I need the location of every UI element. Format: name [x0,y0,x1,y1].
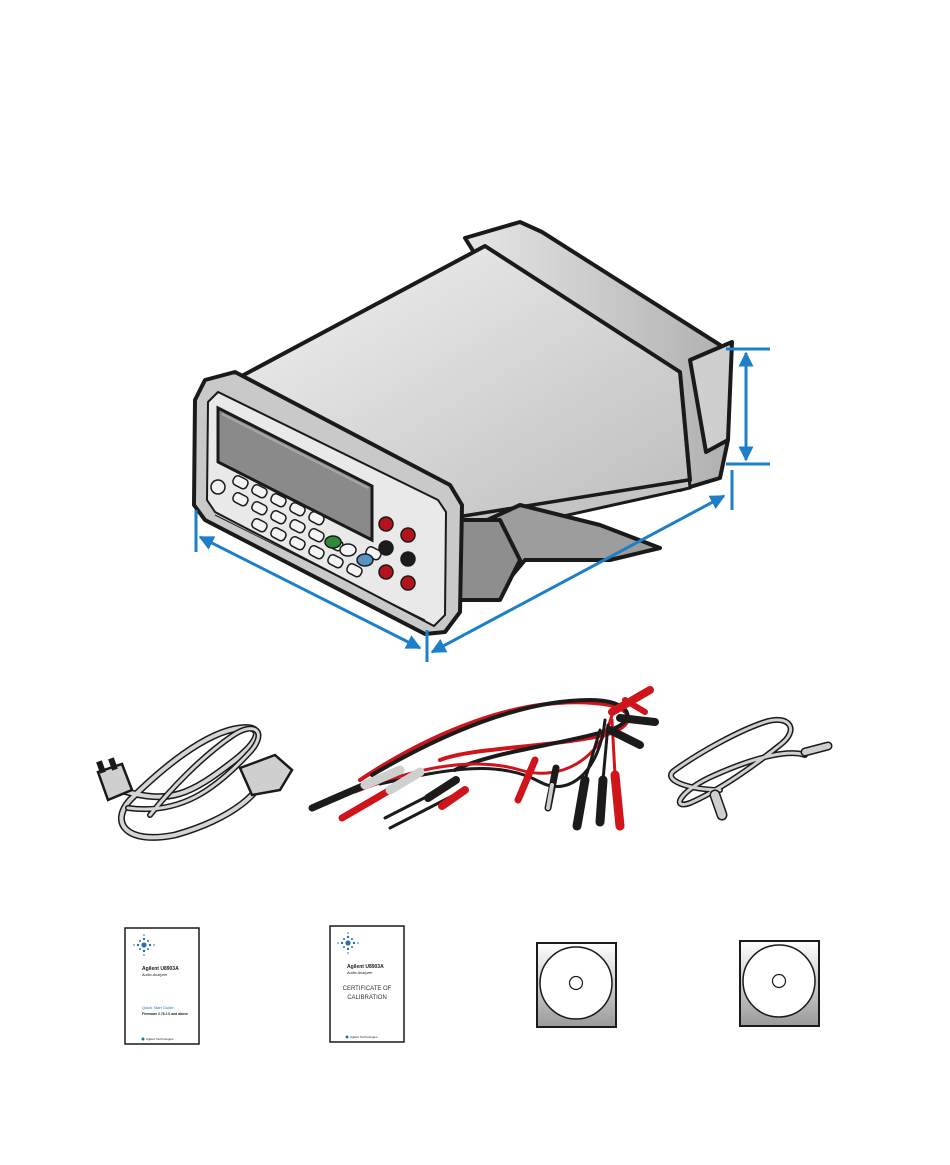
cd-sleeve-icon [537,943,616,1027]
certificate-footer: Agilent Technologies [350,1035,378,1039]
guide-subtitle: Audio Analyzer [141,973,168,977]
certificate-brand: Agilent U8903A [347,964,384,970]
certificate-subtitle: Audio Analyzer [346,971,373,975]
test-lead-kit-icon [312,690,655,828]
power-cord-icon [96,728,292,838]
guide-heading: Quick Start Guide [142,1005,174,1010]
booklet-icon: Agilent U8903A Audio Analyzer Quick Star… [125,928,199,1044]
guide-brand: Agilent U8903A [142,966,179,972]
guide-footer: Agilent Technologies [146,1037,174,1041]
certificate-icon: Agilent U8903A Audio Analyzer CERTIFICAT… [330,926,404,1042]
usb-cable-icon [671,720,828,815]
certificate-line-1: CERTIFICATE OF [343,986,392,992]
cd-sleeve-icon [740,941,819,1026]
bench-multimeter-icon [194,222,732,634]
guide-subheading: Firmware 2.76.1.0 and above [142,1012,188,1016]
certificate-line-2: CALIBRATION [347,995,387,1001]
